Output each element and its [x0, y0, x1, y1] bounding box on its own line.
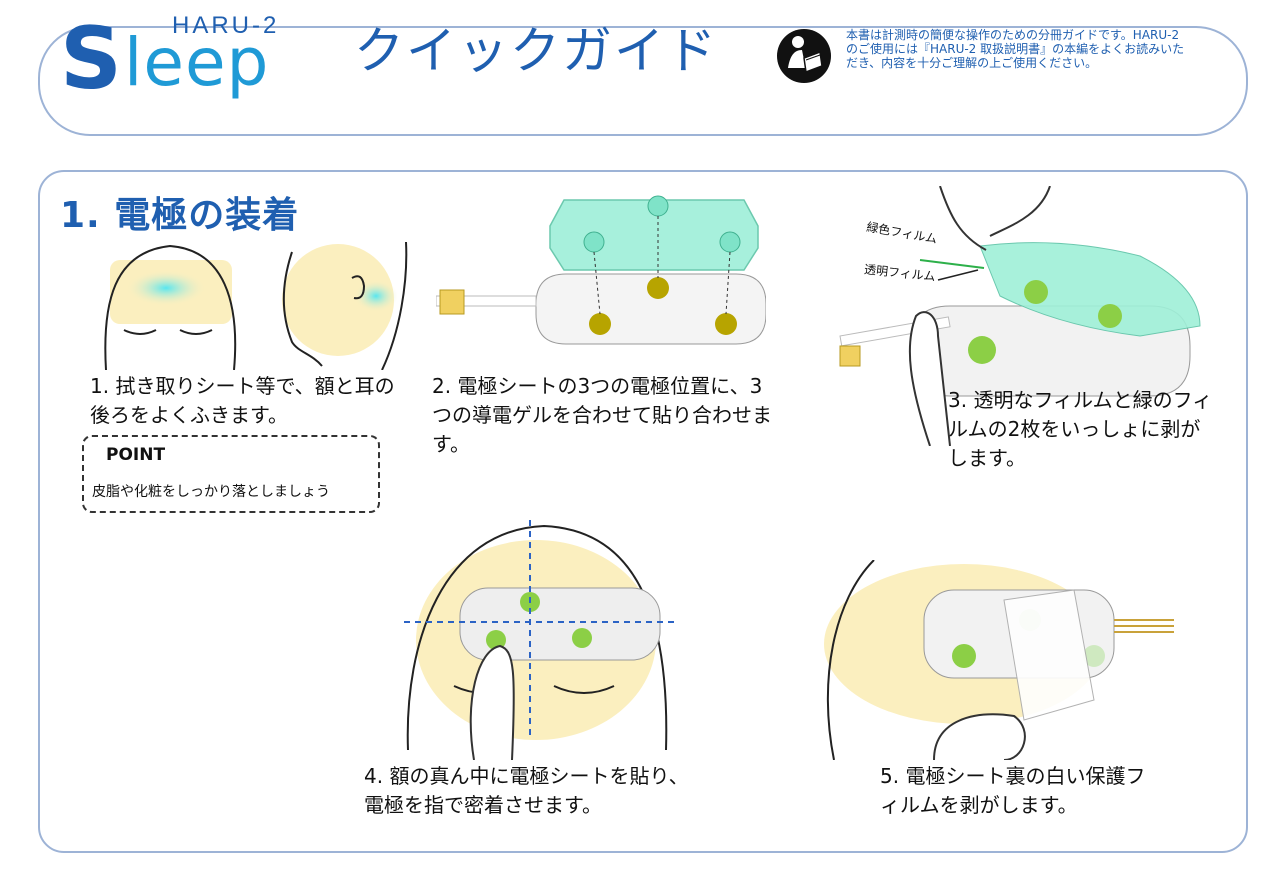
electrode-sheet-diagram — [436, 190, 766, 352]
step5-caption: 5. 電極シート裏の白い保護フィルムを剥がします。 — [880, 762, 1160, 820]
read-manual-icon — [776, 28, 832, 84]
sleep-logo: S leep HARU-2 — [60, 10, 360, 100]
section-title: 1. 電極の装着 — [60, 186, 299, 238]
step4-caption: 4. 額の真ん中に電極シートを貼り、電極を指で密着させます。 — [364, 762, 704, 820]
peel-protective-film-illustration — [814, 560, 1184, 760]
step3-caption: 3. 透明なフィルムと緑のフィルムの2枚をいっしょに剥がします。 — [948, 386, 1218, 473]
face-side-illustration — [272, 242, 412, 370]
face-front-illustration — [96, 242, 244, 370]
page-title: クイックガイド — [354, 24, 718, 79]
point-text: 皮脂や化粧をしっかり落としましょう — [92, 481, 330, 501]
notice-text: 本書は計測時の簡便な操作のための分冊ガイドです。HARU-2のご使用には『HAR… — [846, 28, 1186, 70]
point-box: POINT 皮脂や化粧をしっかり落としましょう — [82, 435, 380, 513]
step1-caption: 1. 拭き取りシート等で、額と耳の後ろをよくふきます。 — [90, 372, 410, 430]
forehead-placement-illustration — [404, 520, 674, 760]
point-title: POINT — [106, 445, 165, 465]
logo-haru2: HARU-2 — [172, 12, 279, 40]
step2-caption: 2. 電極シートの3つの電極位置に、3つの導電ゲルを合わせて貼り合わせます。 — [432, 372, 782, 459]
logo-s: S — [60, 16, 122, 102]
